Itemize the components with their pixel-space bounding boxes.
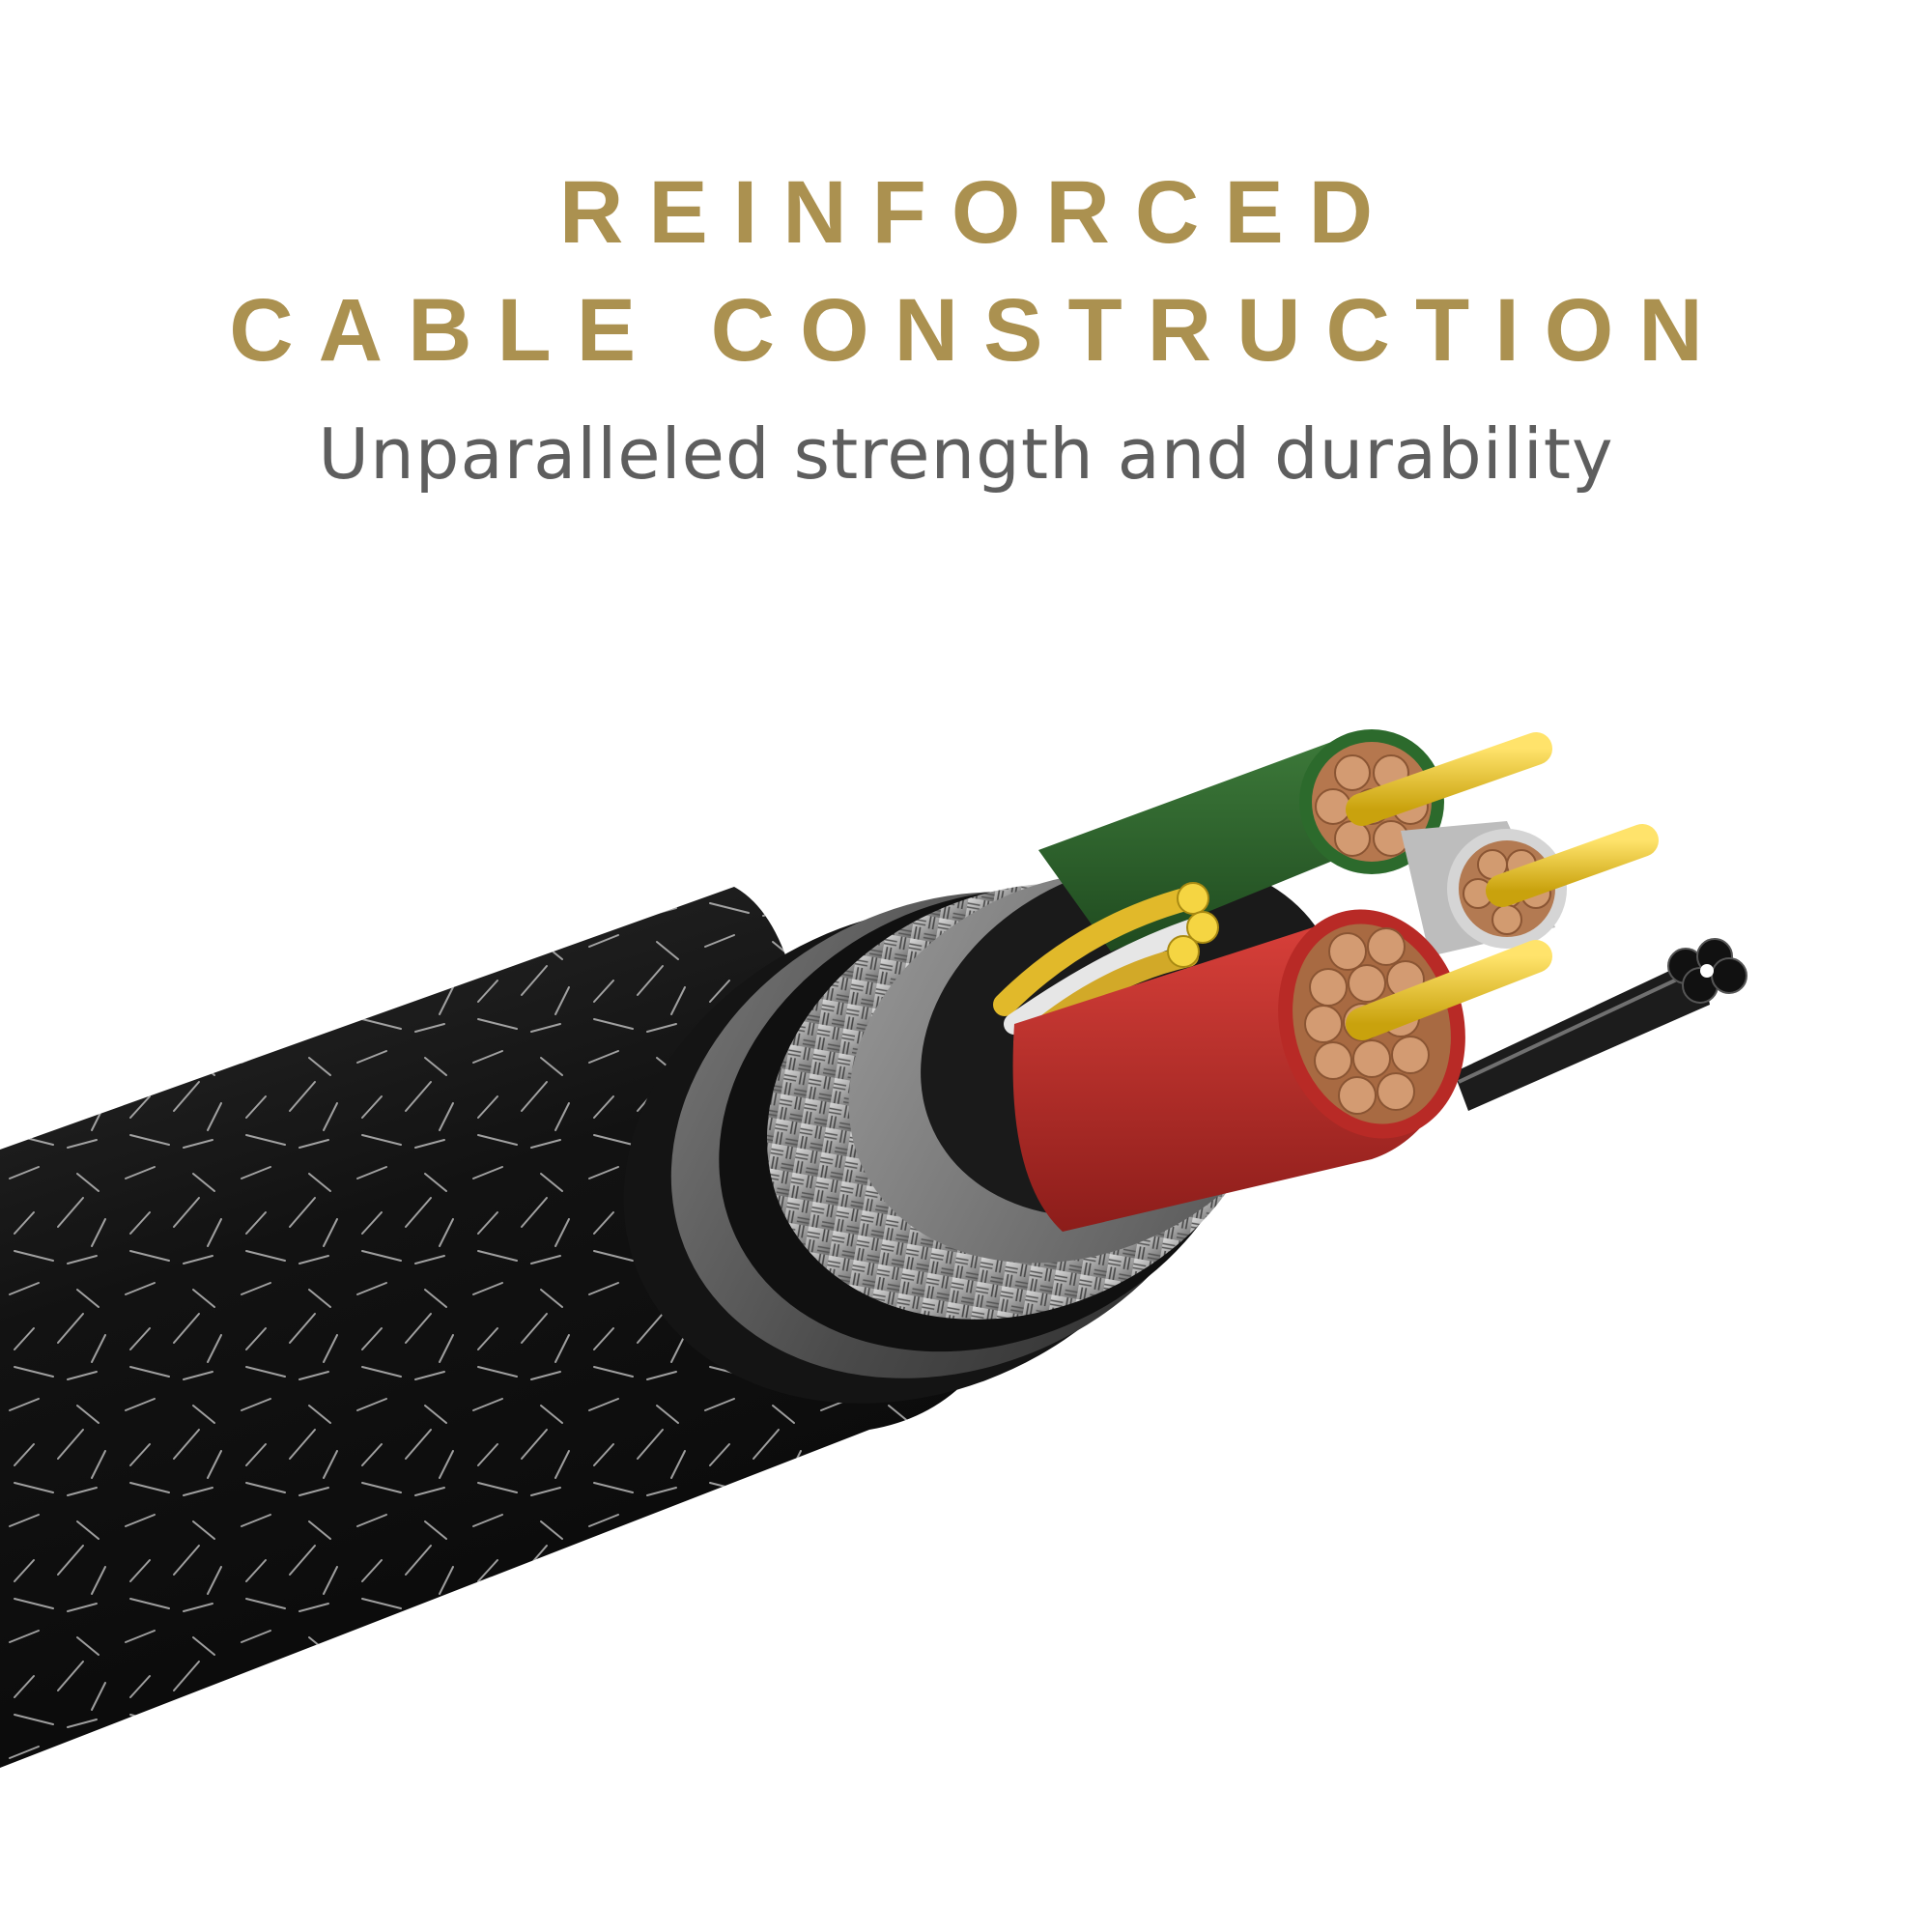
headline-line-2: CABLE CONSTRUCTION [229,281,1728,380]
subheadline: Unparalleled strength and durability [318,413,1614,495]
headline-line-1: REINFORCED [558,163,1399,262]
